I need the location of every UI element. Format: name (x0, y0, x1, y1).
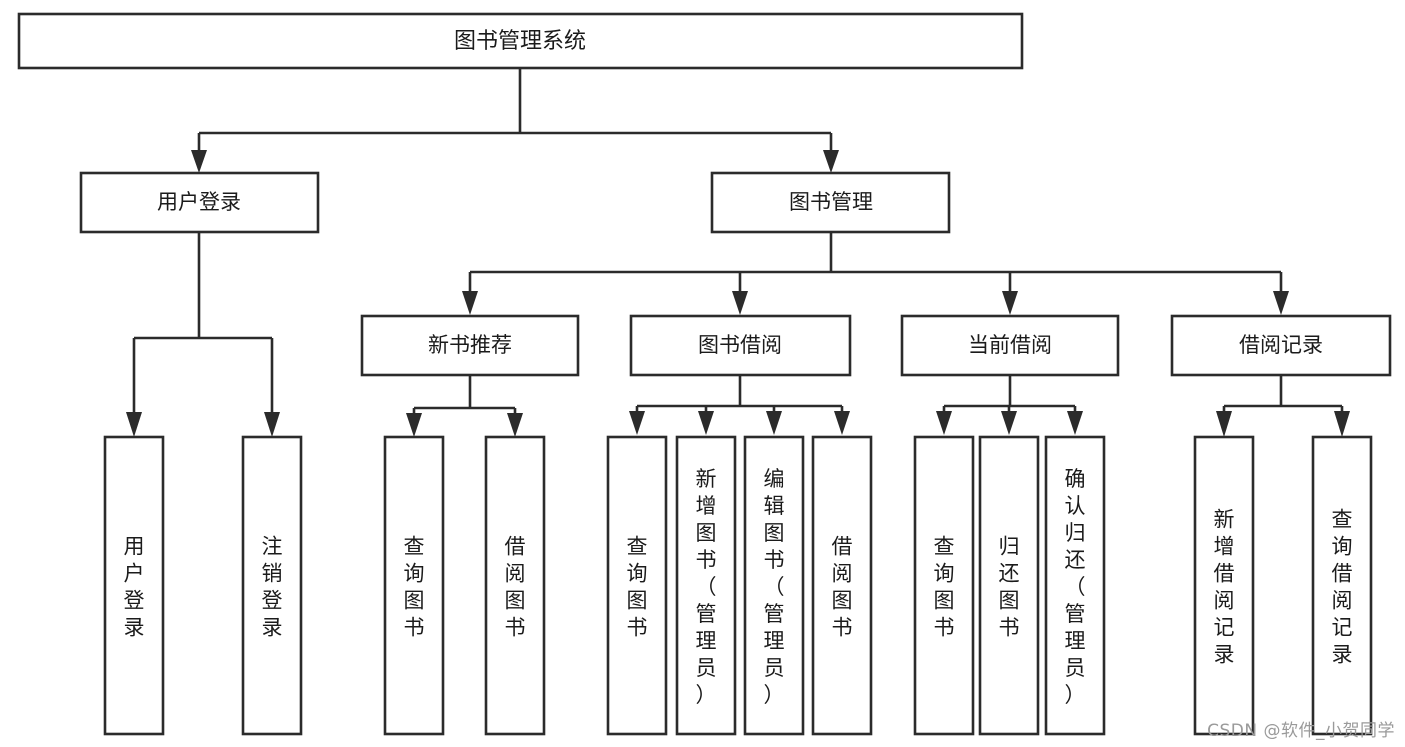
leaf-book-borrow-4-label: 借阅图书 (832, 535, 853, 640)
leaf-node[interactable]: 编辑图书（管理员） (743, 435, 805, 736)
leaf-book-borrow-1-box[interactable] (606, 435, 668, 736)
leaf-current-borrow-2-label: 归还图书 (999, 535, 1020, 640)
node-book-borrow-label: 图书借阅 (698, 333, 782, 357)
leaf-user-login-1-label: 用户登录 (124, 535, 145, 640)
leaf-current-borrow-1-box[interactable] (913, 435, 975, 736)
arrow-head-leaf-book-borrow-1 (629, 411, 645, 435)
node-root-label: 图书管理系统 (454, 29, 586, 54)
leaf-book-borrow-1-label: 查询图书 (627, 535, 648, 640)
leaf-book-borrow-2-box[interactable] (675, 435, 737, 736)
leaf-node[interactable]: 查询图书 (606, 435, 668, 736)
arrow-head-leaf-new-book-1 (406, 413, 422, 437)
arrow-head-leaf-new-book-2 (507, 413, 523, 437)
leaf-book-borrow-3-box[interactable] (743, 435, 805, 736)
node-user-login-box[interactable] (79, 171, 320, 234)
leaf-node[interactable]: 新增借阅记录 (1193, 435, 1255, 736)
node-current-borrow-label: 当前借阅 (968, 333, 1052, 357)
leaf-user-login-1-box[interactable] (103, 435, 165, 736)
leaf-borrow-record-2-box[interactable] (1311, 435, 1373, 736)
leaf-borrow-record-1-label: 新增借阅记录 (1214, 508, 1235, 667)
node-root-box[interactable] (17, 12, 1024, 70)
leaf-node[interactable]: 查询借阅记录 (1311, 435, 1373, 736)
arrow-head-borrow-record (1273, 291, 1289, 315)
leaf-borrow-record-2-label: 查询借阅记录 (1332, 508, 1353, 667)
node-book-borrow[interactable]: 图书借阅 (629, 314, 852, 377)
leaf-current-borrow-2-box[interactable] (978, 435, 1040, 736)
connector-group-book-manage (462, 232, 1289, 315)
leaf-user-login-2-box[interactable] (241, 435, 303, 736)
node-current-borrow[interactable]: 当前借阅 (900, 314, 1120, 377)
arrow-head-leaf-borrow-record-2 (1334, 411, 1350, 437)
arrow-head-book-manage (823, 150, 839, 173)
arrow-head-leaf-current-borrow-1 (936, 411, 952, 435)
leaf-node[interactable]: 归还图书 (978, 435, 1040, 736)
node-current-borrow-box[interactable] (900, 314, 1120, 377)
leaf-node[interactable]: 查询图书 (383, 435, 445, 736)
connector-group-user-login (126, 232, 280, 437)
node-new-book-recommend-box[interactable] (360, 314, 580, 377)
connector-group-new-book-recommend (406, 375, 523, 437)
arrow-head-user-login (191, 150, 207, 173)
arrow-head-leaf-book-borrow-4 (834, 411, 850, 435)
leaf-user-login-2-label: 注销登录 (262, 535, 283, 640)
node-book-manage[interactable]: 图书管理 (710, 171, 951, 234)
arrow-head-new-book-recommend (462, 291, 478, 315)
leaf-book-borrow-4-box[interactable] (811, 435, 873, 736)
arrow-head-current-borrow (1002, 291, 1018, 315)
leaf-node[interactable]: 查询图书 (913, 435, 975, 736)
leaf-new-book-2-box[interactable] (484, 435, 546, 736)
arrow-head-leaf-current-borrow-2 (1001, 411, 1017, 435)
leaf-node[interactable]: 用户登录 (103, 435, 165, 736)
leaf-node[interactable]: 借阅图书 (811, 435, 873, 736)
leaf-current-borrow-3-box[interactable] (1044, 435, 1106, 736)
arrow-head-book-borrow (732, 291, 748, 315)
arrow-head-leaf-book-borrow-2 (698, 411, 714, 435)
node-book-manage-box[interactable] (710, 171, 951, 234)
node-user-login[interactable]: 用户登录 (79, 171, 320, 234)
leaf-borrow-record-1-box[interactable] (1193, 435, 1255, 736)
node-borrow-record[interactable]: 借阅记录 (1170, 314, 1392, 377)
arrow-head-leaf-book-borrow-3 (766, 411, 782, 435)
node-new-book-recommend-label: 新书推荐 (428, 333, 512, 357)
arrow-head-leaf-user-login-2 (264, 412, 280, 437)
arrow-head-leaf-current-borrow-3 (1067, 411, 1083, 435)
leaf-new-book-1-label: 查询图书 (404, 535, 425, 640)
connector-group-borrow-record (1216, 375, 1350, 437)
leaf-current-borrow-1-label: 查询图书 (934, 535, 955, 640)
leaf-node[interactable]: 注销登录 (241, 435, 303, 736)
connector-group-book-borrow (629, 375, 850, 435)
node-book-manage-label: 图书管理 (789, 190, 873, 214)
leaf-new-book-1-box[interactable] (383, 435, 445, 736)
connector-group-current-borrow (936, 375, 1083, 435)
leaf-node[interactable]: 借阅图书 (484, 435, 546, 736)
leaf-book-borrow-2-label: 新增图书（管理员） (696, 467, 717, 707)
leaf-node[interactable]: 确认归还（管理员） (1044, 435, 1106, 736)
node-user-login-label: 用户登录 (157, 190, 241, 214)
node-borrow-record-box[interactable] (1170, 314, 1392, 377)
node-new-book-recommend[interactable]: 新书推荐 (360, 314, 580, 377)
leaf-new-book-2-label: 借阅图书 (505, 535, 526, 640)
node-borrow-record-label: 借阅记录 (1239, 333, 1323, 357)
leaf-current-borrow-3-label: 确认归还（管理员） (1065, 467, 1086, 707)
leaf-book-borrow-3-label: 编辑图书（管理员） (764, 467, 785, 707)
arrow-head-leaf-borrow-record-1 (1216, 411, 1232, 437)
leaf-node[interactable]: 新增图书（管理员） (675, 435, 737, 736)
arrow-head-leaf-user-login-1 (126, 412, 142, 437)
connector-group-root (191, 68, 839, 173)
node-book-borrow-box[interactable] (629, 314, 852, 377)
node-root[interactable]: 图书管理系统 (17, 12, 1024, 70)
